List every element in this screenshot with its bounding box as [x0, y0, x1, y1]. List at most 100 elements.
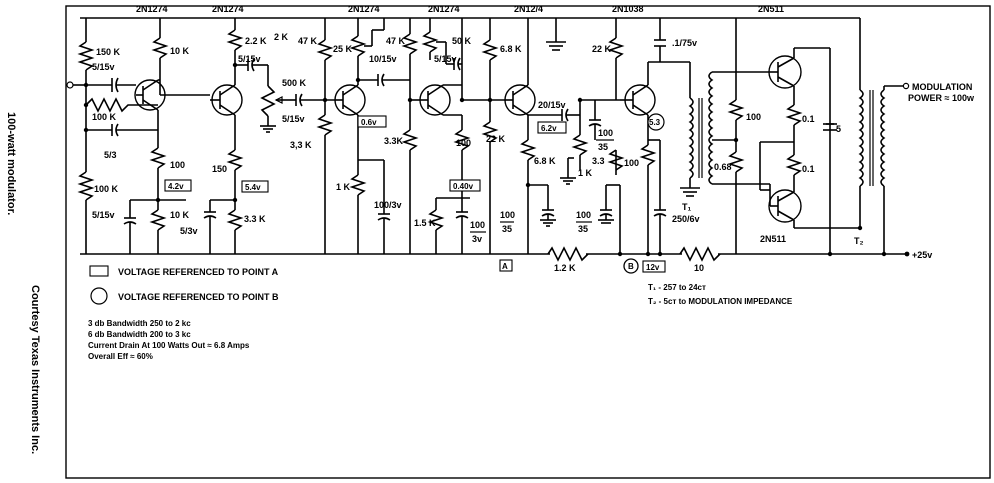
transistor-q7-label: 2N511: [758, 4, 784, 14]
capacitor-label: 100: [470, 220, 485, 230]
resistor-label: 3,3 K: [290, 140, 312, 150]
capacitor-label: 5/15v: [434, 54, 457, 64]
driver-stage: [620, 18, 703, 257]
resistor-label: 0.1: [802, 114, 815, 124]
supply-voltage-label: +25v: [912, 250, 932, 260]
transformer-t1-label: T₁: [682, 202, 691, 212]
svg-text:0.6v: 0.6v: [361, 118, 377, 127]
voltage-box: 6.2v: [537, 121, 567, 134]
capacitor-label: 5/15v: [92, 62, 115, 72]
spec-line: Current Drain At 100 Watts Out ≈ 6.8 Amp…: [88, 341, 250, 350]
ground-rail: [80, 251, 910, 257]
resistor-label: 500 K: [282, 78, 307, 88]
voltage-box: 0.40v: [449, 179, 481, 192]
capacitor-label: 35: [598, 142, 608, 152]
resistor-label: 10: [694, 263, 704, 273]
spec-line: 6 db Bandwidth 200 to 3 kc: [88, 330, 191, 339]
resistor-label: 1 K: [578, 168, 593, 178]
capacitor-label: 3v: [472, 234, 482, 244]
resistor-label: 47 K: [298, 36, 318, 46]
resistor-label: 1.5 K: [414, 218, 436, 228]
resistor-label: 100 K: [94, 184, 119, 194]
resistor-label: 1.2 K: [554, 263, 576, 273]
input-terminal[interactable]: [66, 81, 74, 89]
capacitor-label: 10/15v: [369, 54, 397, 64]
voltage-box: 4.2v: [164, 179, 192, 192]
voltage-box: 5.4v: [241, 180, 269, 193]
stage-2: [188, 18, 336, 254]
capacitor-label: 35: [502, 224, 512, 234]
capacitor-label: 100: [500, 210, 515, 220]
voltage-box: 0.6v: [357, 115, 387, 128]
resistor-label: 47 K: [386, 36, 406, 46]
resistor-label: 100: [746, 112, 761, 122]
legend-box-symbol: [89, 265, 109, 277]
resistor-label: 3.3: [592, 156, 605, 166]
resistor-label: 6.8 K: [534, 156, 556, 166]
resistor-label: 6.8 K: [500, 44, 522, 54]
capacitor-label: 100/3v: [374, 200, 402, 210]
side-credit: Courtesy Texas Instruments Inc.: [29, 285, 41, 454]
resistor-label: 0.1: [802, 164, 815, 174]
capacitor-label: 250/6v: [672, 214, 700, 224]
capacitor-label: 5: [836, 124, 841, 134]
resistor-label: 10 K: [170, 46, 190, 56]
resistor-label: 1 K: [336, 182, 351, 192]
legend-circle-symbol: [90, 287, 108, 305]
stage-5: [504, 18, 625, 257]
spec-line: 3 db Bandwidth 250 to 2 kc: [88, 319, 191, 328]
svg-text:4.2v: 4.2v: [168, 182, 184, 191]
svg-text:0.40v: 0.40v: [453, 182, 474, 191]
svg-text:5.4v: 5.4v: [245, 183, 261, 192]
resistor-label: 22 K: [486, 134, 506, 144]
output-stage: [708, 18, 910, 257]
voltage-box: 12v: [642, 260, 666, 273]
transistor-q1-label: 2N1274: [136, 4, 168, 14]
spec-line: Overall Eff ≈ 60%: [88, 352, 153, 361]
resistor-label: 25 K: [333, 44, 353, 54]
capacitor-label: 100: [576, 210, 591, 220]
capacitor-label: 5/15v: [238, 54, 261, 64]
transistor-q6-label: 2N1038: [612, 4, 644, 14]
resistor-label: 10 K: [170, 210, 190, 220]
transistor-q3-label: 2N1274: [348, 4, 380, 14]
transistor-q4-label: 2N1274: [428, 4, 460, 14]
capacitor-label: 5/3: [104, 150, 117, 160]
capacitor-label: 5/15v: [282, 114, 305, 124]
resistor-label: 3.3 K: [244, 214, 266, 224]
transformer-note: T₁ - 257 to 24ᴄᴛ: [648, 283, 706, 292]
output-terminal[interactable]: [902, 82, 910, 90]
capacitor-label: 35: [578, 224, 588, 234]
capacitor-label: 5/15v: [92, 210, 115, 220]
transistor-q2-label: 2N1274: [212, 4, 244, 14]
point-b-marker: [623, 258, 639, 274]
output-label-line1: MODULATION: [912, 82, 972, 92]
transformer-note: T₂ - 5ᴄᴛ to MODULATION IMPEDANCE: [648, 297, 793, 306]
capacitor-label: .1/75v: [672, 38, 697, 48]
rail-resistors: [547, 246, 721, 262]
resistor-label: 3.3K: [384, 136, 404, 146]
resistor-label: 22 K: [592, 44, 612, 54]
capacitor-label: 2 K: [274, 32, 289, 42]
resistor-label: 100: [624, 158, 639, 168]
resistor-label: 150: [212, 164, 227, 174]
transistor-q5-label: 2N12/4: [514, 4, 543, 14]
point-a-label: A: [502, 262, 508, 271]
legend-circle-text: VOLTAGE REFERENCED TO POINT B: [118, 292, 279, 302]
voltage-circle: 5.3: [647, 113, 665, 131]
resistor-label: 0.68: [714, 162, 732, 172]
transformer-t2-label: T₂: [854, 236, 864, 246]
capacitor-label: 5/3v: [180, 226, 198, 236]
stage-1: [66, 18, 188, 254]
resistor-label: 100: [170, 160, 185, 170]
output-label-line2: POWER ≈ 100w: [908, 93, 975, 103]
resistor-label: 2.2 K: [245, 36, 267, 46]
resistor-label: 100: [456, 138, 471, 148]
transistor-q8-label: 2N511: [760, 234, 786, 244]
capacitor-label: 20/15v: [538, 100, 566, 110]
resistor-label: 50 K: [452, 36, 472, 46]
capacitor-label: 100: [598, 128, 613, 138]
side-title: 100-watt modulator.: [5, 112, 17, 215]
